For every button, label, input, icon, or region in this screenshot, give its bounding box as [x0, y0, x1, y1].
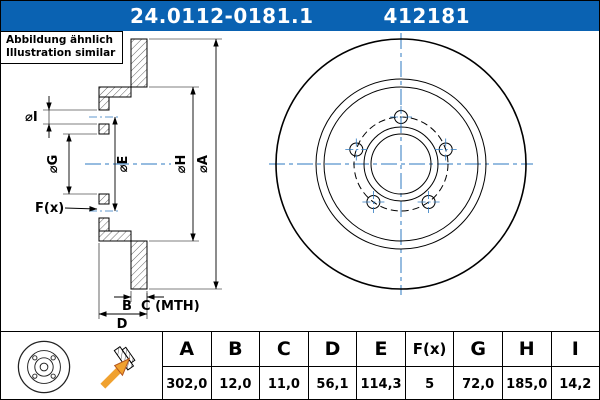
table-value-D: 56,1 — [307, 367, 357, 399]
cross-section-view: ⌀I ⌀G ⌀E ⌀H ⌀A F(x) B C (MTH) D — [25, 38, 222, 331]
table-value-B: 12,0 — [210, 367, 260, 399]
bolt-hole — [434, 138, 457, 161]
mount-plate-ul — [98, 96, 110, 111]
part-number: 24.0112-0181.1 — [129, 4, 314, 28]
table-header-Fx: F(x) — [404, 332, 454, 366]
table-value-C: 11,0 — [259, 367, 308, 399]
mount-plate-ll2 — [98, 217, 110, 232]
brake-disc-icon — [18, 340, 71, 393]
center-bore-circle — [370, 133, 432, 195]
note-line-en: Illustration similar — [6, 47, 116, 60]
illustration-note: Abbildung ähnlich Illustration similar — [1, 31, 124, 65]
table-value-Fx: 5 — [404, 367, 454, 399]
outer-diameter-circle — [275, 38, 527, 290]
dim-label-G: ⌀G — [46, 155, 61, 174]
table-header-A: A — [179, 338, 195, 360]
front-view — [269, 33, 533, 295]
mount-plate-ul2 — [98, 123, 110, 135]
note-line-de: Abbildung ähnlich — [6, 34, 113, 46]
dim-label-C: C (MTH) — [141, 299, 200, 314]
disc-mounting-arrow-icon — [100, 345, 136, 389]
bolt-hole — [417, 191, 440, 213]
dim-label-D: D — [117, 317, 128, 331]
friction-inner-circle — [315, 78, 487, 250]
table-header-G: G — [453, 332, 502, 366]
brake-disc-technical-drawing: ⌀I ⌀G ⌀E ⌀H ⌀A F(x) B C (MTH) D — [25, 33, 533, 331]
table-value-A: 302,0 — [166, 376, 208, 392]
table-value-row: 302,0 12,0 11,0 56,1 114,3 5 72,0 185,0 … — [163, 367, 600, 399]
friction-ring-lower — [130, 240, 148, 290]
dim-label-B: B — [122, 299, 132, 314]
hat-wall-lower — [98, 230, 132, 242]
table-header-B: B — [210, 332, 260, 366]
table-icon-cell — [1, 332, 163, 399]
table-value-E: 114,3 — [356, 367, 405, 399]
table-header-E: E — [356, 332, 405, 366]
bolt-hole — [362, 191, 385, 213]
table-value-I: 14,2 — [550, 367, 600, 399]
table-header-D: D — [307, 332, 357, 366]
table-header-I: I — [550, 332, 600, 366]
table-value-G: 72,0 — [453, 367, 502, 399]
dim-label-F: F(x) — [35, 201, 64, 216]
mount-plate-ll — [98, 193, 110, 205]
leader-line-F — [64, 206, 98, 212]
header-bar: 24.0112-0181.1 412181 — [1, 1, 599, 31]
dim-label-A: ⌀A — [196, 155, 211, 173]
hat-wall-upper — [98, 86, 132, 98]
dim-label-H: ⌀H — [174, 155, 189, 174]
reference-number: 412181 — [383, 4, 471, 28]
table-header-row: A B C D E F(x) G H I — [163, 332, 599, 367]
dim-label-I: ⌀I — [25, 110, 38, 125]
table-header-H: H — [501, 332, 551, 366]
table-header-C: C — [259, 332, 308, 366]
dim-label-E: ⌀E — [116, 156, 131, 173]
table-value-H: 185,0 — [501, 367, 551, 399]
bolt-hole — [390, 106, 412, 128]
table-grid: A B C D E F(x) G H I 302,0 12,0 11,0 56,… — [163, 332, 600, 399]
dimension-table: A B C D E F(x) G H I 302,0 12,0 11,0 56,… — [1, 331, 600, 399]
friction-ring-upper — [130, 38, 148, 88]
hat-diameter-circle — [323, 86, 479, 242]
bolt-hole — [345, 138, 368, 161]
